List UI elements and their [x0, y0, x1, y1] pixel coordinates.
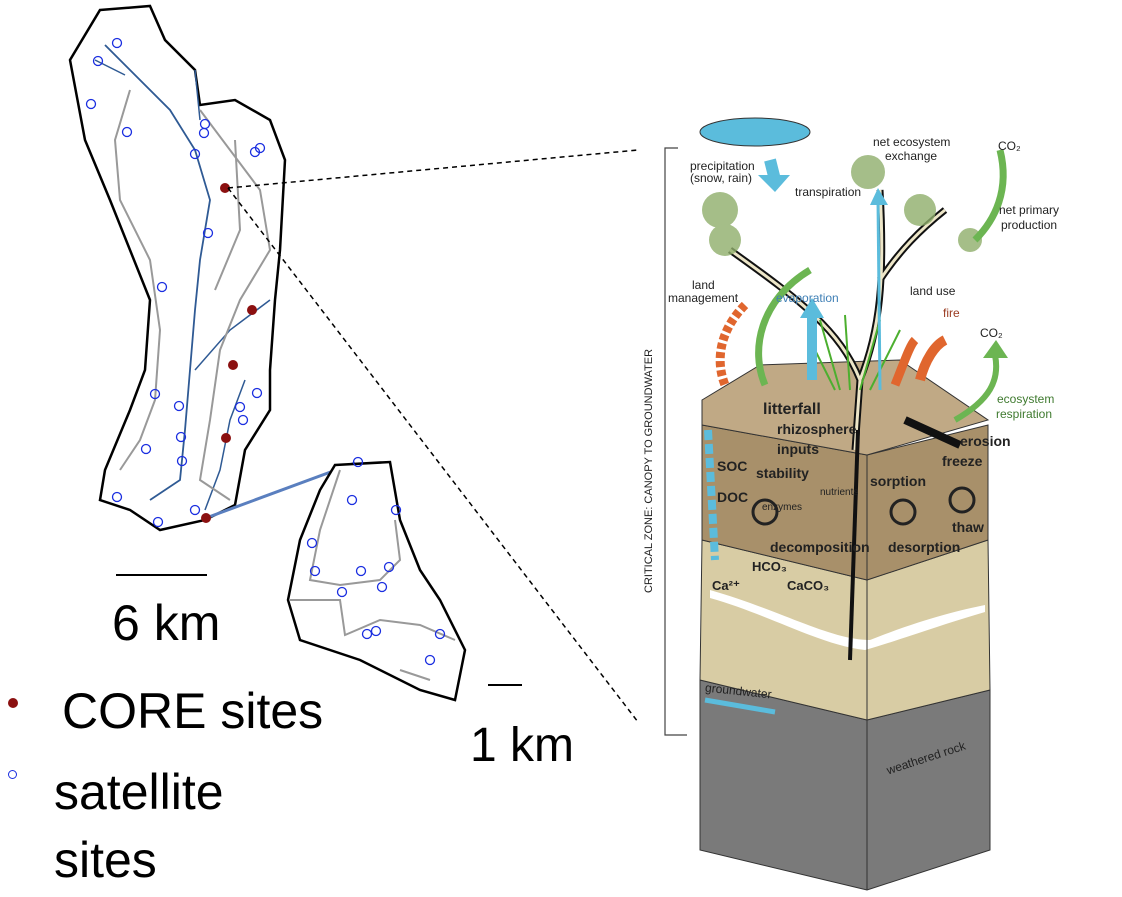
satellite-site-marker: [336, 586, 348, 598]
satellite-site-marker: [376, 581, 388, 593]
label-decomposition: decomposition: [770, 539, 870, 555]
label-net-primary: net primary: [999, 203, 1060, 217]
zoom-dashed-line-bottom: [227, 187, 639, 723]
core-site-marker: [247, 305, 257, 315]
label-nutrients: nutrients: [820, 487, 859, 498]
satellite-site-marker: [361, 628, 373, 640]
label-stability: stability: [756, 465, 809, 481]
core-site-marker: [228, 360, 238, 370]
stream-tributaries: [94, 59, 271, 511]
label-evaporation: evaporation: [776, 291, 839, 305]
label-soc: SOC: [717, 458, 748, 474]
label-transpiration: transpiration: [795, 185, 862, 199]
label-rhizosphere: rhizosphere: [777, 421, 857, 437]
label-enzymes: enzymes: [762, 502, 803, 513]
large-watershed-outline: [68, 4, 287, 532]
label-doc: DOC: [717, 489, 749, 505]
satellite-site-marker: [149, 388, 161, 400]
satellite-site-marker: [92, 55, 104, 67]
satellite-site-marker: [198, 127, 210, 139]
root: [848, 429, 860, 661]
satellite-site-marker: [383, 561, 395, 573]
satellite-site-marker: [309, 565, 321, 577]
core-site-legend-marker: [8, 698, 18, 708]
scale-label-small-map: 1 km: [470, 719, 575, 772]
core-sites-legend-label: CORE sites: [62, 683, 324, 739]
label-ecosystem: ecosystem: [997, 392, 1055, 406]
critical-zone-bracket: [664, 147, 687, 736]
satellite-site-marker: [140, 443, 152, 455]
core-site-marker: [220, 183, 230, 193]
scale-label-large-map: 6 km: [112, 595, 221, 651]
label-exchange: exchange: [885, 149, 938, 163]
process-arrows: [704, 149, 1008, 715]
satellite-site-marker: [370, 625, 382, 637]
label-land: land: [692, 278, 715, 292]
subcatchment-boundaries: [113, 89, 272, 501]
label-respiration: respiration: [996, 407, 1053, 421]
core-site-marker: [201, 513, 211, 523]
label-production: production: [1001, 218, 1058, 232]
satellite-site-marker: [249, 146, 261, 158]
label-ca: Ca²⁺: [712, 578, 740, 593]
white-lens: [710, 590, 985, 650]
label-desorption: desorption: [888, 539, 961, 555]
satellite-site-marker: [346, 494, 358, 506]
satellite-site-marker: [251, 387, 263, 399]
satellite-site-marker: [189, 148, 201, 160]
satellite-site-marker: [352, 456, 364, 468]
satellite-site-marker: [424, 654, 436, 666]
satellite-site-marker: [111, 491, 123, 503]
core-site-marker: [221, 433, 231, 443]
label-hco3: HCO₃: [752, 559, 787, 574]
label-co2-top: CO₂: [998, 139, 1021, 153]
zoom-dashed-line-top: [227, 149, 639, 189]
satellite-site-marker: [111, 37, 123, 49]
label-sorption: sorption: [870, 473, 926, 489]
critical-zone-label: CRITICAL ZONE: CANOPY TO GROUNDWATER: [643, 348, 655, 593]
label-land-use: land use: [910, 284, 956, 298]
satellite-site-marker: [234, 401, 246, 413]
label-caco3: CaCO₃: [787, 578, 830, 593]
cloud-icon: [699, 117, 811, 147]
satellite-site-marker: [306, 537, 318, 549]
satellite-site-legend-marker: [8, 770, 17, 779]
label-net-ecosystem: net ecosystem: [873, 135, 951, 149]
satellite-site-marker: [355, 565, 367, 577]
label-erosion: erosion: [960, 433, 1011, 449]
satellite-site-marker: [189, 504, 201, 516]
satellite-site-marker: [121, 126, 133, 138]
small-subcatchments: [290, 469, 456, 681]
satellite-site-marker: [390, 504, 402, 516]
satellite-site-marker: [156, 281, 168, 293]
satellite-site-marker: [434, 628, 446, 640]
label-co2-right: CO₂: [980, 326, 1003, 340]
label-precipitation: precipitation: [690, 159, 755, 173]
satellite-site-marker: [175, 431, 187, 443]
label-freeze: freeze: [942, 453, 983, 469]
label-fire: fire: [943, 306, 960, 320]
satellite-site-marker: [152, 516, 164, 528]
label-management: management: [668, 291, 739, 305]
satellite-site-marker: [237, 414, 249, 426]
cycle-arrows: [751, 486, 976, 526]
label-litterfall: litterfall: [763, 401, 821, 418]
satellite-site-marker: [173, 400, 185, 412]
satellite-site-marker: [202, 227, 214, 239]
label-thaw: thaw: [952, 519, 984, 535]
satellite-site-marker: [176, 455, 188, 467]
satellite-site-marker: [85, 98, 97, 110]
satellite-sites-legend-label: satellite sites: [54, 764, 224, 888]
stream-main: [104, 44, 211, 501]
label-inputs: inputs: [777, 441, 819, 457]
label-precipitation-sub: (snow, rain): [690, 171, 753, 185]
